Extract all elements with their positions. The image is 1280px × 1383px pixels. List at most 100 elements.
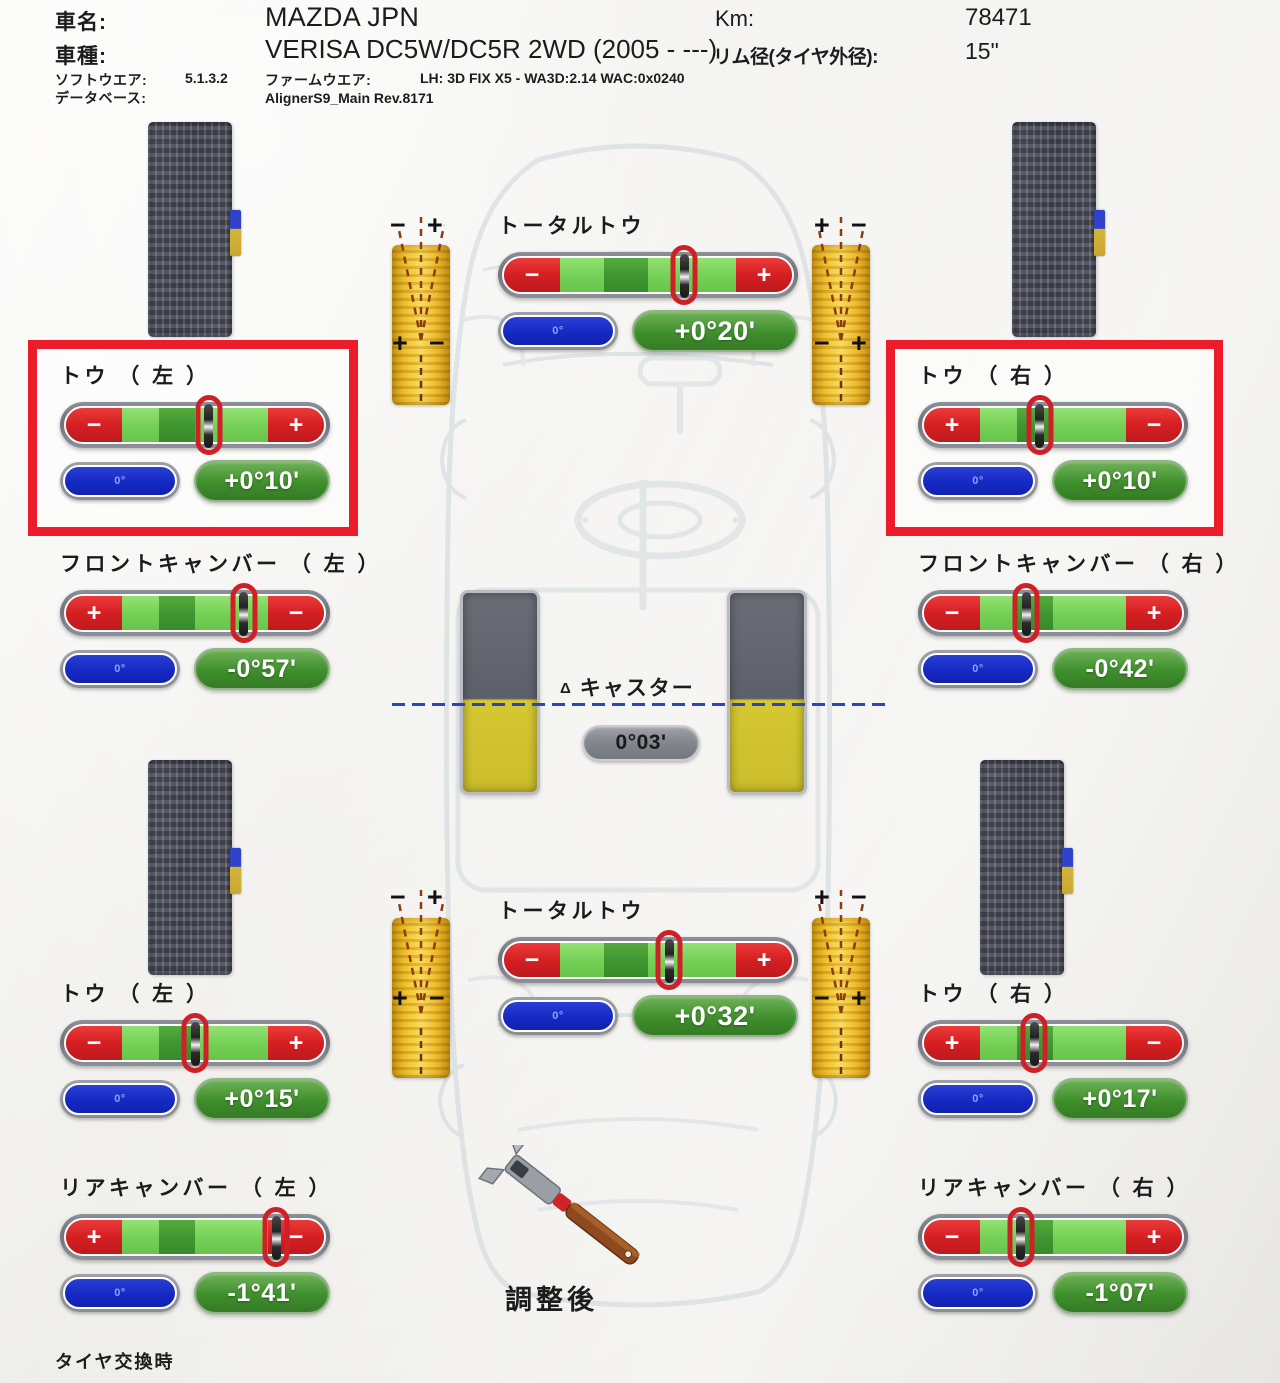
firmware-label: ファームウエア: — [265, 72, 372, 88]
gauge-title: トウ （ 右 ） — [918, 983, 1069, 1006]
tire-rear-right-graphic — [980, 760, 1073, 975]
caster-reference-line — [392, 703, 892, 706]
sensor-marker-icon — [230, 210, 241, 256]
gauge-needle — [670, 245, 698, 305]
software-label: ソフトウエア: — [55, 72, 148, 88]
gauge-spec-value: 0° — [63, 465, 177, 497]
gauge-cap-right: − — [268, 596, 324, 630]
gauge-title: トウ （ 右 ） — [918, 365, 1069, 388]
gauge-spec-pill: 0° — [60, 462, 180, 500]
gauge-spec-pill: 0° — [918, 1274, 1038, 1312]
gauge-cap-left: + — [66, 596, 122, 630]
gauge-bar: − + — [60, 1013, 330, 1073]
gauge-title: リアキャンバー （ 右 ） — [918, 1177, 1192, 1200]
gauge-needle — [1026, 395, 1053, 455]
toe-tire-rear-right-graphic — [812, 890, 870, 1078]
marker-front-right-top-plus: + — [814, 210, 830, 240]
gauge-spec-value: 0° — [63, 1277, 177, 1309]
gauge-title: トータルトウ — [498, 215, 645, 238]
car-name-value: MAZDA JPN — [265, 2, 420, 32]
gauge-toe-front-right: トウ （ 右 ） + − 0° +0°10' — [918, 360, 1188, 502]
toe-tire-rear-left-graphic — [392, 890, 450, 1078]
gauge-value: +0°17' — [1052, 1078, 1188, 1120]
toe-tire-front-right-graphic — [812, 217, 870, 405]
gauge-needle — [262, 1207, 290, 1267]
gauge-needle — [1020, 1013, 1048, 1073]
gauge-cap-left: + — [924, 1026, 980, 1060]
gauge-value: +0°20' — [632, 310, 798, 352]
gauge-bar: − + — [918, 1207, 1188, 1267]
caster-label-text: キャスター — [579, 677, 695, 700]
gauge-camber-rear-right: リアキャンバー （ 右 ） − + 0° -1°07' — [918, 1172, 1188, 1314]
gauge-spec-value: 0° — [921, 653, 1035, 685]
caster-bar-right-graphic — [727, 590, 807, 795]
gauge-cap-right: − — [1126, 1026, 1182, 1060]
sensor-marker-icon — [230, 848, 241, 894]
marker-rear-left-bottom-minus: − — [429, 983, 445, 1013]
gauge-toe-rear-right: トウ （ 右 ） + − 0° +0°17' — [918, 978, 1188, 1120]
gauge-bar: − + — [918, 583, 1188, 643]
gauge-cap-right: + — [1126, 1220, 1182, 1254]
caption-after-adjustment: 調整後 — [505, 1285, 598, 1315]
sensor-marker-icon — [1094, 210, 1105, 256]
marker-rear-right-top-minus: − — [851, 882, 867, 912]
rim-diameter-label: リム径(タイヤ外径): — [713, 47, 878, 68]
gauge-value: +0°10' — [1052, 460, 1188, 502]
gauge-camber-rear-left: リアキャンバー （ 左 ） + − 0° -1°41' — [60, 1172, 330, 1314]
database-value: AlignerS9_Main Rev.8171 — [265, 90, 434, 106]
gauge-needle — [195, 395, 222, 455]
gauge-bar: − + — [498, 245, 798, 305]
gauge-title: リアキャンバー （ 左 ） — [60, 1177, 334, 1200]
gauge-spec-value: 0° — [501, 1000, 615, 1032]
tire-front-right-graphic — [1012, 122, 1105, 337]
gauge-toe-front-left: トウ （ 左 ） − + 0° +0°10' — [60, 360, 330, 502]
caption-tire-change: タイヤ交換時 — [55, 1352, 175, 1372]
gauge-title: フロントキャンバー （ 右 ） — [918, 553, 1241, 576]
marker-front-right-top-minus: − — [851, 210, 867, 240]
gauge-needle — [230, 583, 258, 643]
gauge-cap-left: − — [504, 943, 560, 977]
model-value: VERISA DC5W/DC5R 2WD (2005 - ---) — [265, 34, 718, 64]
gauge-total-toe-rear: トータルトウ − + 0° +0°32' — [498, 895, 798, 1037]
gauge-cap-left: − — [924, 1220, 980, 1254]
marker-rear-left-top-minus: − — [390, 882, 406, 912]
marker-rear-right-bottom-minus: − — [814, 983, 830, 1013]
gauge-bar: − + — [60, 395, 330, 455]
gauge-spec-pill: 0° — [498, 312, 618, 350]
gauge-value: -1°07' — [1052, 1272, 1188, 1314]
caster-bar-left-graphic — [460, 590, 540, 795]
gauge-title: トータルトウ — [498, 900, 645, 923]
sensor-marker-icon — [1062, 848, 1073, 894]
gauge-spec-value: 0° — [501, 315, 615, 347]
caster-value: 0°03' — [582, 725, 700, 761]
marker-rear-left-bottom-plus: + — [392, 983, 408, 1013]
gauge-spec-pill: 0° — [60, 650, 180, 688]
marker-rear-left-top-plus: + — [427, 882, 443, 912]
gauge-spec-pill: 0° — [60, 1080, 180, 1118]
database-label: データベース: — [55, 90, 147, 106]
vehicle-ghost-diagram — [388, 120, 888, 1310]
marker-rear-right-top-plus: + — [814, 882, 830, 912]
toe-tire-front-left-graphic — [392, 217, 450, 405]
tire-front-left-graphic — [148, 122, 241, 337]
model-label: 車種: — [55, 45, 107, 68]
gauge-bar: + − — [60, 1207, 330, 1267]
software-value: 5.1.3.2 — [185, 70, 228, 86]
gauge-cap-left: − — [924, 596, 980, 630]
marker-rear-right-bottom-plus: + — [851, 983, 867, 1013]
gauge-spec-pill: 0° — [498, 997, 618, 1035]
gauge-cap-left: − — [66, 408, 122, 442]
gauge-title: トウ （ 左 ） — [60, 365, 211, 388]
gauge-spec-value: 0° — [63, 653, 177, 685]
marker-front-left-top-plus: + — [427, 210, 443, 240]
gauge-bar: + − — [918, 395, 1188, 455]
gauge-bar: − + — [498, 930, 798, 990]
gauge-title: トウ （ 左 ） — [60, 983, 211, 1006]
marker-front-left-bottom-minus: − — [429, 328, 445, 358]
gauge-value: +0°15' — [194, 1078, 330, 1120]
marker-front-right-bottom-minus: − — [814, 328, 830, 358]
gauge-value: -1°41' — [194, 1272, 330, 1314]
gauge-camber-front-left: フロントキャンバー （ 左 ） + − 0° -0°57' — [60, 548, 379, 690]
gauge-value: +0°32' — [632, 995, 798, 1037]
gauge-spec-value: 0° — [921, 1083, 1035, 1115]
